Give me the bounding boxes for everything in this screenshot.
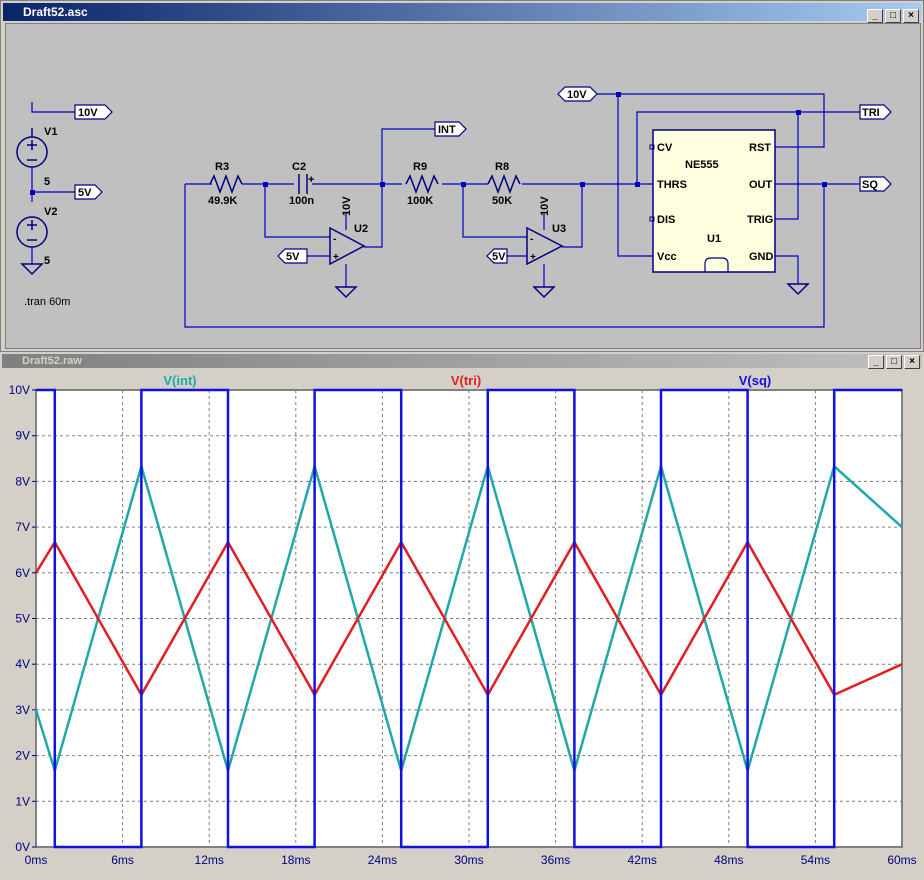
wires xyxy=(31,93,860,328)
pin-thrs: THRS xyxy=(657,179,687,191)
schematic-canvas[interactable]: V1 V2 5 5 10V 5V R3 49.9K C2 100n + R9 1… xyxy=(5,23,921,349)
r3-value: 49.9K xyxy=(208,195,237,207)
series-line-vsq xyxy=(36,388,902,849)
u3-minus: - xyxy=(530,234,533,245)
r9-value: 100K xyxy=(407,195,433,207)
net-5v-left: 5V xyxy=(78,187,92,199)
ne555-chip[interactable] xyxy=(652,129,776,273)
r8-label: R8 xyxy=(495,161,509,173)
pin-rst: RST xyxy=(749,142,771,154)
x-tick-label: 24ms xyxy=(368,853,397,867)
voltage-source-v2[interactable] xyxy=(16,216,48,248)
close-button[interactable]: × xyxy=(903,9,919,23)
ne555-part: NE555 xyxy=(685,159,719,171)
restore-button[interactable]: □ xyxy=(886,355,902,369)
y-tick-label: 2V xyxy=(15,749,30,763)
r8-value: 50K xyxy=(492,195,512,207)
u3-plus: + xyxy=(530,252,536,263)
pin-dis: DIS xyxy=(657,214,675,226)
net-5v-u2: 5V xyxy=(286,251,300,263)
legend-entry: V(sq) xyxy=(739,373,772,388)
schematic-title: Draft52.asc xyxy=(23,5,88,19)
u1-label: U1 xyxy=(707,233,721,245)
pin-trig: TRIG xyxy=(747,214,773,226)
schematic-texts: V1 V2 5 5 10V 5V R3 49.9K C2 100n + R9 1… xyxy=(24,89,880,308)
c2-value: 100n xyxy=(289,195,314,207)
x-tick-label: 48ms xyxy=(714,853,743,867)
x-tick-label: 0ms xyxy=(25,853,48,867)
y-tick-label: 5V xyxy=(15,612,30,626)
u2-label: U2 xyxy=(354,223,368,235)
chip-notch xyxy=(704,257,729,272)
capacitor-c2[interactable] xyxy=(298,174,308,194)
voltage-source-v1[interactable] xyxy=(16,128,48,168)
net-10v-top: 10V xyxy=(567,89,587,101)
y-tick-label: 1V xyxy=(15,794,30,808)
pin-cv: CV xyxy=(657,142,673,154)
u3-supply: 10V xyxy=(539,196,551,216)
u2-minus: - xyxy=(333,234,336,245)
tran-directive: .tran 60m xyxy=(24,296,70,308)
v2-label: V2 xyxy=(44,206,57,218)
window-controls: _□× xyxy=(865,5,919,23)
y-tick-label: 6V xyxy=(15,566,30,580)
pin-vcc: Vcc xyxy=(657,251,677,263)
waveform-title: Draft52.raw xyxy=(22,355,82,367)
waveform-window: Draft52.raw _□× 0ms 6ms 12ms 18ms 24ms 30ms 36… xyxy=(0,352,924,875)
opamp-u3[interactable] xyxy=(526,226,564,266)
c2-label: C2 xyxy=(292,161,306,173)
u2-plus: + xyxy=(333,252,339,263)
junctions xyxy=(30,92,827,195)
net-5v-u3: 5V xyxy=(492,251,506,263)
y-tick-label: 3V xyxy=(15,703,30,717)
r9-label: R9 xyxy=(413,161,427,173)
c2-plus: + xyxy=(308,174,314,186)
node-5-label: 5 xyxy=(44,176,50,188)
y-tick-label: 10V xyxy=(9,383,30,397)
net-tri: TRI xyxy=(862,107,880,119)
pin-out: OUT xyxy=(749,179,773,191)
resistors[interactable] xyxy=(209,173,521,195)
v2-value: 5 xyxy=(44,255,50,267)
waveform-plot[interactable]: 0ms 6ms 12ms 18ms 24ms 30ms 36ms 42ms 48ms 54ms 60… xyxy=(0,370,924,875)
waveform-window-controls: _□× xyxy=(866,354,920,369)
r3-label: R3 xyxy=(215,161,229,173)
x-tick-label: 12ms xyxy=(195,853,224,867)
y-tick-label: 4V xyxy=(15,657,30,671)
y-tick-label: 8V xyxy=(15,474,30,488)
schematic-window: Draft52.asc _□× xyxy=(0,0,924,352)
opamp-u2[interactable] xyxy=(329,226,366,266)
x-tick-label: 18ms xyxy=(281,853,310,867)
y-tick-label: 9V xyxy=(15,429,30,443)
x-tick-label: 60ms xyxy=(887,853,916,867)
x-tick-label: 42ms xyxy=(628,853,657,867)
pin-markers xyxy=(649,144,655,222)
close-button[interactable]: × xyxy=(904,355,920,369)
waveform-titlebar[interactable]: Draft52.raw _□× xyxy=(2,354,922,369)
net-10v-left: 10V xyxy=(78,107,98,119)
schematic-titlebar[interactable]: Draft52.asc _□× xyxy=(3,3,921,23)
x-tick-label: 54ms xyxy=(801,853,830,867)
net-int: INT xyxy=(438,124,456,136)
u2-supply: 10V xyxy=(341,196,353,216)
x-tick-label: 6ms xyxy=(111,853,134,867)
legend-entry: V(tri) xyxy=(451,373,481,388)
v1-label: V1 xyxy=(44,126,57,138)
minimize-button[interactable]: _ xyxy=(868,355,884,369)
waveform-chart[interactable]: 0ms 6ms 12ms 18ms 24ms 30ms 36ms 42ms 48ms 54ms 60… xyxy=(0,370,924,875)
x-tick-label: 30ms xyxy=(454,853,483,867)
x-tick-label: 36ms xyxy=(541,853,570,867)
legend-entry: V(int) xyxy=(163,373,196,388)
supply-labels: 10V 10V xyxy=(341,196,551,216)
y-tick-label: 7V xyxy=(15,520,30,534)
u3-label: U3 xyxy=(552,223,566,235)
restore-button[interactable]: □ xyxy=(885,9,901,23)
net-sq: SQ xyxy=(862,179,878,191)
net-flags xyxy=(74,86,892,264)
y-tick-label: 0V xyxy=(15,840,30,854)
minimize-button[interactable]: _ xyxy=(867,9,883,23)
pin-gnd: GND xyxy=(749,251,774,263)
ground-symbols xyxy=(20,263,810,299)
series-line-vtri xyxy=(34,539,903,698)
